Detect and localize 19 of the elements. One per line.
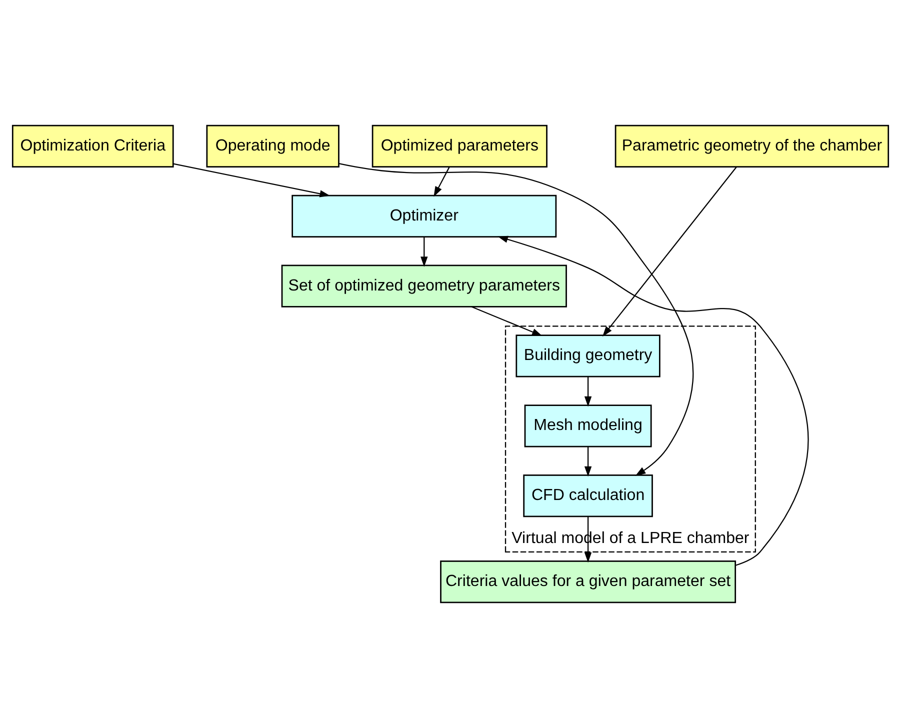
arrow (434, 166, 450, 197)
node-box: Mesh modeling (524, 404, 652, 448)
arrow (584, 376, 592, 407)
arrow (602, 166, 737, 337)
arrow (338, 163, 694, 476)
arrow (498, 236, 809, 566)
node-box: Criteria values for a given parameter set (440, 560, 736, 604)
node-box: Optimization Criteria (12, 124, 174, 168)
node-box: Set of optimized geometry parameters (281, 264, 567, 308)
arrow (173, 163, 330, 198)
node-box: Operating mode (206, 124, 340, 168)
arrow (420, 236, 428, 267)
arrow (584, 446, 592, 477)
node-box: Optimized parameters (372, 124, 548, 168)
node-box: CFD calculation (523, 474, 653, 518)
arrow (471, 306, 542, 336)
node-box: Optimizer (292, 194, 557, 238)
node-box: Parametric geometry of the chamber (614, 124, 890, 168)
node-box: Building geometry (516, 334, 660, 378)
